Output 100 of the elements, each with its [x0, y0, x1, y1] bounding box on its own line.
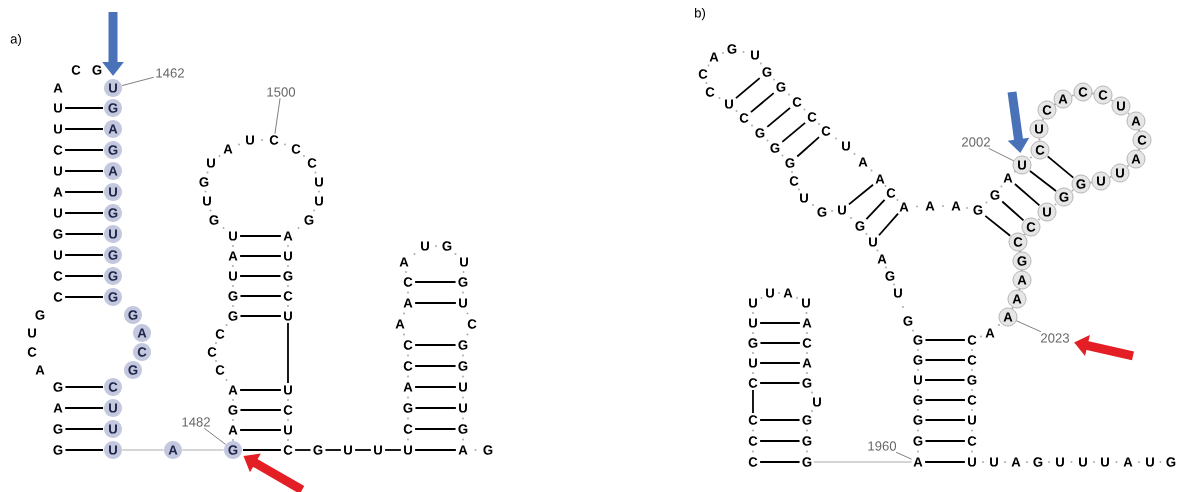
- nucleotide-letter: G: [1033, 457, 1043, 467]
- circled-nucleotide: A: [104, 162, 122, 180]
- backbone-line: [287, 322, 289, 384]
- base-pair-line: [64, 191, 104, 193]
- base-pair-line: [64, 233, 104, 235]
- nucleotide-letter: G: [53, 382, 63, 392]
- base-pair-line: [759, 440, 801, 442]
- nucleotide-letter: A: [1123, 457, 1133, 467]
- base-pair-line: [239, 295, 282, 297]
- base-pair-line: [414, 365, 457, 367]
- circled-nucleotide: U: [104, 420, 122, 438]
- nucleotide-letter: G: [855, 221, 865, 231]
- position-number: 2023: [1041, 333, 1069, 343]
- nucleotide-letter: C: [53, 292, 63, 302]
- base-pair-line: [64, 296, 104, 298]
- nucleotide-letter: G: [727, 44, 737, 54]
- nucleotide-letter: U: [28, 328, 36, 338]
- nucleotide-letter: U: [968, 415, 976, 425]
- circled-nucleotide: A: [1053, 89, 1073, 109]
- leader-line: [895, 451, 912, 460]
- circled-nucleotide: U: [1111, 96, 1131, 116]
- backbone-line: [813, 461, 912, 463]
- circled-nucleotide: G: [1071, 174, 1091, 194]
- nucleotide-letter: C: [748, 415, 758, 425]
- base-pair-line: [414, 407, 457, 409]
- circled-nucleotide: C: [1030, 140, 1050, 160]
- base-pair-line: [924, 440, 966, 442]
- base-pair-line: [239, 315, 282, 317]
- base-pair-line: [735, 77, 761, 100]
- circled-nucleotide: G: [104, 288, 122, 306]
- nucleotide-letter: C: [821, 126, 831, 136]
- nucleotide-letter: G: [755, 128, 765, 138]
- base-pair-line: [64, 128, 104, 130]
- nucleotide-letter: U: [800, 193, 808, 203]
- circled-nucleotide: A: [133, 324, 151, 342]
- nucleotide-letter: A: [53, 83, 63, 93]
- nucleotide-letter: C: [967, 395, 977, 405]
- backbone-line: [294, 449, 312, 451]
- nucleotide-letter: U: [1056, 457, 1064, 467]
- nucleotide-letter: A: [223, 144, 233, 154]
- nucleotide-letter: G: [228, 291, 238, 301]
- base-pair-line: [64, 386, 104, 388]
- nucleotide-letter: G: [762, 67, 772, 77]
- base-pair-line: [750, 92, 775, 114]
- base-pair-line: [64, 149, 104, 151]
- nucleotide-letter: A: [858, 157, 868, 167]
- base-pair-line: [759, 362, 801, 364]
- circled-nucleotide: G: [124, 361, 142, 379]
- nucleotide-letter: U: [404, 445, 412, 455]
- base-pair-line: [848, 183, 874, 206]
- nucleotide-letter: A: [709, 52, 719, 62]
- nucleotide-letter: G: [35, 310, 45, 320]
- nucleotide-letter: G: [785, 158, 795, 168]
- base-pair-line: [1029, 170, 1057, 192]
- nucleotide-letter: C: [403, 340, 413, 350]
- nucleotide-letter: C: [53, 145, 63, 155]
- circled-nucleotide: C: [133, 343, 151, 361]
- base-pair-line: [759, 322, 801, 324]
- circled-nucleotide: G: [224, 441, 242, 459]
- nucleotide-letter: A: [458, 445, 468, 455]
- nucleotide-letter: U: [914, 375, 922, 385]
- position-number: 1960: [868, 441, 897, 451]
- circled-nucleotide: G: [104, 204, 122, 222]
- circled-nucleotide: A: [1126, 111, 1146, 131]
- nucleotide-letter: A: [399, 257, 409, 267]
- nucleotide-letter: C: [705, 87, 715, 97]
- nucleotide-letter: G: [817, 207, 827, 217]
- circled-nucleotide: C: [1093, 85, 1113, 105]
- base-pair-line: [924, 359, 966, 361]
- base-pair-line: [239, 389, 282, 391]
- nucleotide-letter: U: [968, 457, 976, 467]
- base-pair-line: [414, 344, 457, 346]
- nucleotide-letter: A: [802, 358, 812, 368]
- nucleotide-letter: U: [990, 457, 998, 467]
- nucleotide-letter: C: [739, 113, 749, 123]
- nucleotide-letter: G: [913, 355, 923, 365]
- base-pair-line: [796, 136, 820, 158]
- nucleotide-letter: C: [967, 355, 977, 365]
- nucleotide-letter: G: [458, 361, 468, 371]
- nucleotide-letter: A: [283, 231, 293, 241]
- circled-nucleotide: C: [1021, 217, 1041, 237]
- circled-nucleotide: U: [1037, 202, 1057, 222]
- nucleotide-letter: U: [229, 271, 237, 281]
- base-pair-line: [1001, 200, 1025, 222]
- nucleotide-letter: G: [748, 338, 758, 348]
- nucleotide-letter: U: [284, 385, 292, 395]
- base-pair-line: [239, 235, 282, 237]
- nucleotide-letter: C: [403, 277, 413, 287]
- circled-nucleotide: C: [1008, 232, 1028, 252]
- nucleotide-letter: G: [776, 82, 786, 92]
- circled-nucleotide: U: [1091, 171, 1111, 191]
- nucleotide-letter: G: [313, 445, 323, 455]
- nucleotide-letter: G: [403, 403, 413, 413]
- nucleotide-letter: U: [54, 124, 62, 134]
- base-pair-line: [924, 419, 966, 421]
- base-pair-line: [242, 449, 282, 451]
- nucleotide-letter: U: [894, 288, 902, 298]
- nucleotide-letter: U: [207, 158, 215, 168]
- nucleotide-letter: G: [770, 143, 780, 153]
- nucleotide-letter: G: [903, 316, 913, 326]
